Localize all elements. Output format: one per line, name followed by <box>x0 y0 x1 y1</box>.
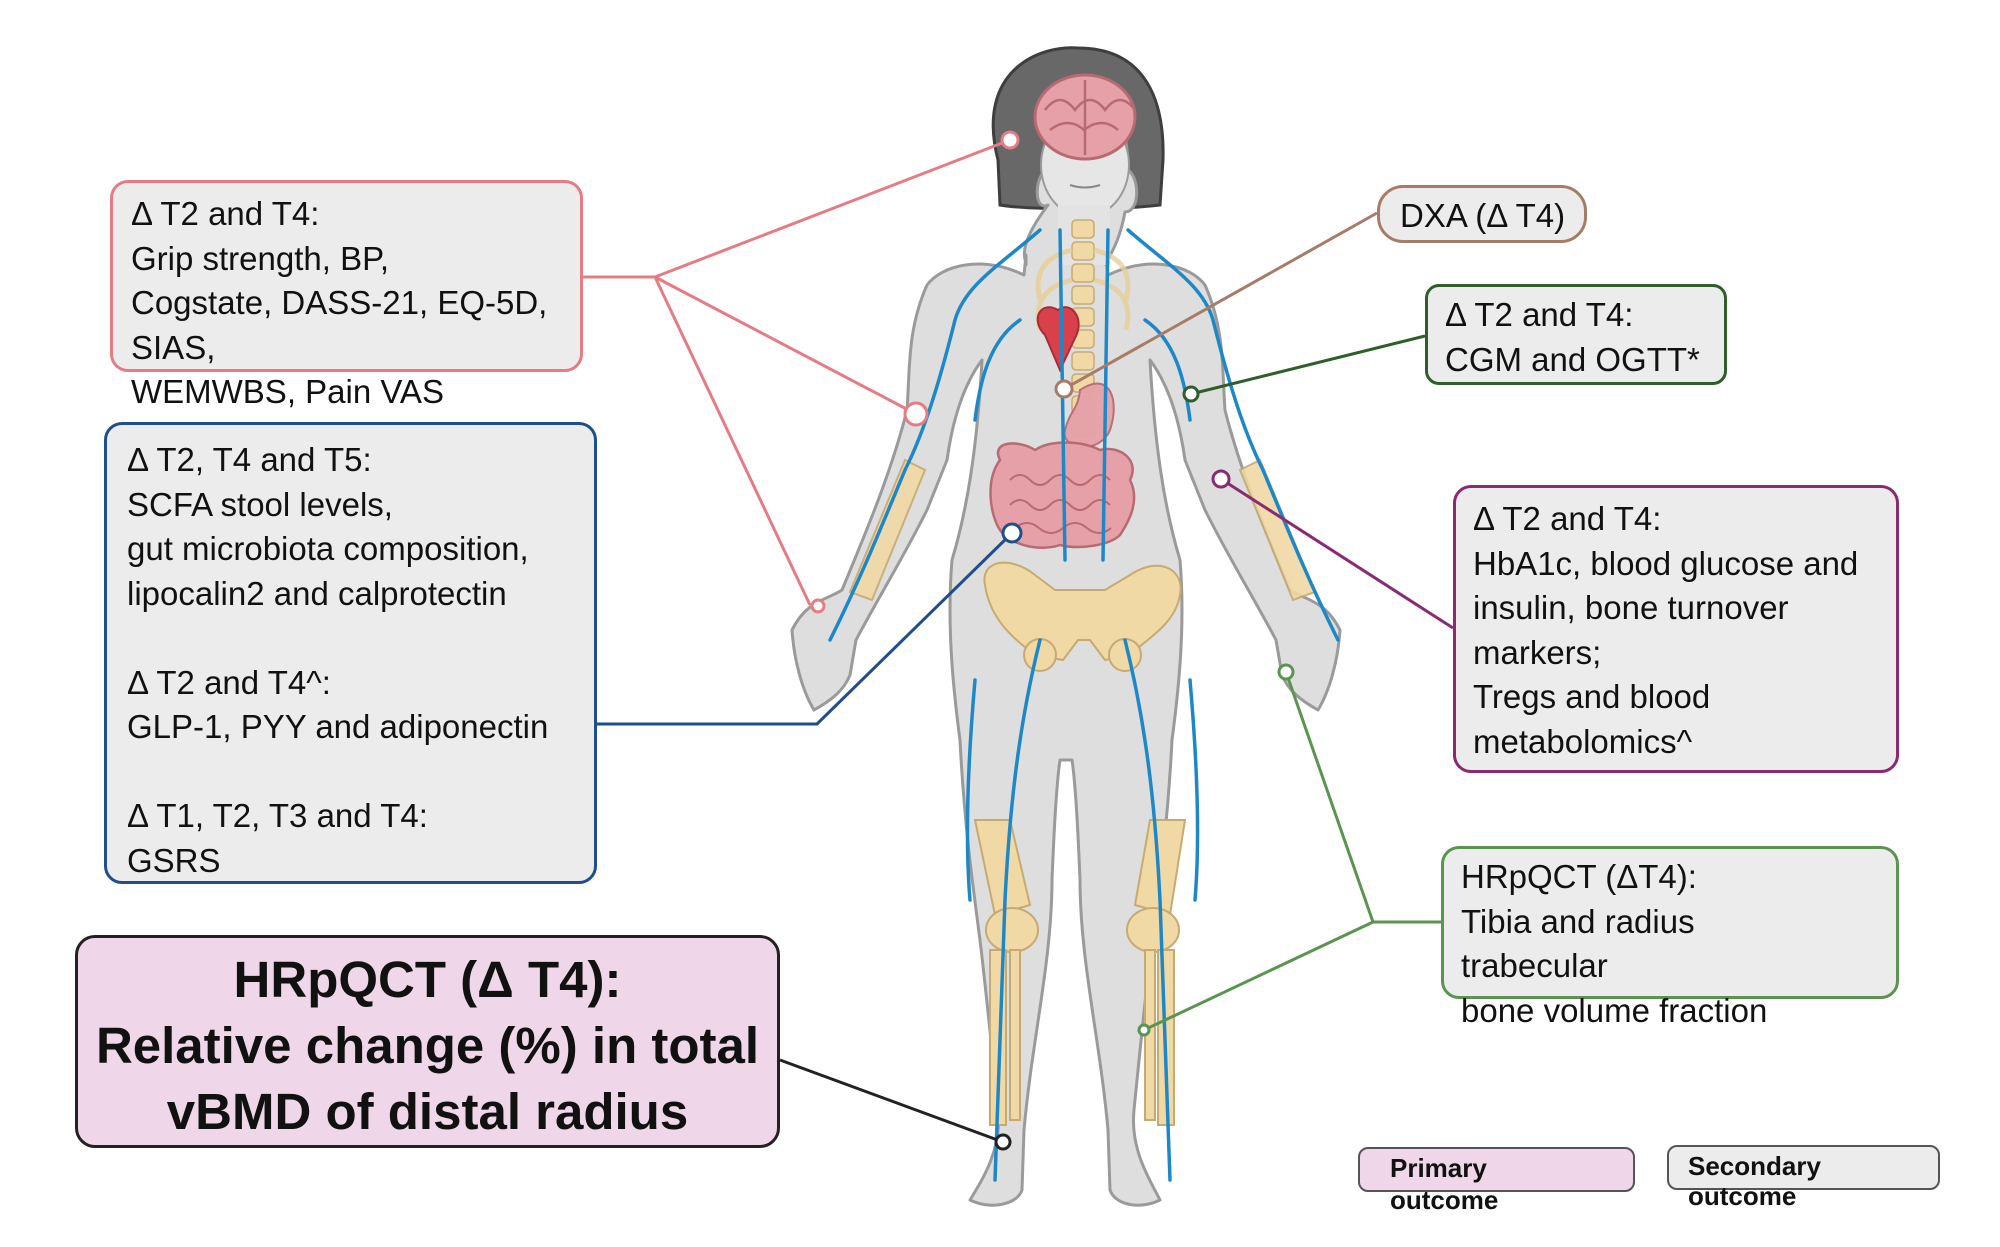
panel-line: Δ T2, T4 and T5: <box>127 441 372 478</box>
connector-dot-gut <box>1001 522 1023 544</box>
dxa-panel: DXA (Δ T4) <box>1377 185 1587 243</box>
gut-panel-connector <box>597 522 1023 726</box>
panel-line: HRpQCT (Δ T4): <box>233 951 622 1008</box>
blood-connector <box>1211 469 1454 630</box>
panel-line: Grip strength, BP, <box>131 239 390 277</box>
heart <box>1036 306 1080 373</box>
panel-spacer <box>127 750 574 795</box>
panel-line: DXA (Δ T4) <box>1400 197 1566 234</box>
panel-line: HRpQCT (ΔT4): <box>1461 858 1697 895</box>
connector-dot-wrist <box>810 598 826 614</box>
connector-dot-brain <box>1000 130 1020 150</box>
connector-dot-radius <box>994 1133 1012 1151</box>
hrpqct-connectors <box>1137 663 1441 1037</box>
connector-dot-cgm <box>1182 385 1200 403</box>
panel-line: Δ T1, T2, T3 and T4: <box>127 797 428 834</box>
panel-line: GSRS <box>127 841 221 879</box>
connector-dot-dxa <box>1054 379 1074 399</box>
primary-outcome-panel: HRpQCT (Δ T4): Relative change (%) in to… <box>75 935 780 1148</box>
panel-line: Relative change (%) in total <box>95 1017 760 1074</box>
dxa-connector <box>1054 211 1378 399</box>
brain-measures-panel: Δ T2 and T4: Grip strength, BP, Cogstate… <box>110 180 583 410</box>
panel-line: HbA1c, blood glucose and <box>1473 544 1859 582</box>
pelvis <box>983 561 1182 662</box>
panel-line: gut microbiota composition, <box>127 530 529 567</box>
panel-line: insulin, bone turnover <box>1473 589 1789 626</box>
legend-secondary: Secondary outcome <box>1667 1145 1940 1211</box>
gut-measures-panel: Δ T2, T4 and T5: SCFA stool levels, gut … <box>104 422 597 884</box>
connector-dot-tibia <box>1137 1023 1151 1037</box>
panel-line: SIAS, <box>131 328 216 366</box>
brain-panel-connectors <box>578 130 1020 614</box>
primary-panel-connector <box>779 1058 1012 1151</box>
panel-line: trabecular <box>1461 947 1608 984</box>
panel-line: lipocalin2 and calprotectin <box>127 574 507 612</box>
cgm-panel: Δ T2 and T4: CGM and OGTT* <box>1425 284 1727 385</box>
panel-line: Δ T2 and T4: <box>131 195 320 232</box>
panel-line: Tregs and blood <box>1473 678 1711 715</box>
cgm-connector <box>1182 334 1426 403</box>
panel-line: CGM and OGTT* <box>1445 340 1700 378</box>
panel-line: Δ T2 and T4: <box>1473 500 1662 537</box>
panel-line: SCFA stool levels, <box>127 485 393 523</box>
panel-line: Tibia and radius <box>1461 902 1695 940</box>
mouth <box>1069 184 1101 189</box>
connector-dot-arm <box>903 401 929 427</box>
blood-measures-panel: Δ T2 and T4: HbA1c, blood glucose and in… <box>1453 485 1899 773</box>
legend-primary-line1: Primary <box>1390 1153 1487 1183</box>
panel-line: bone volume fraction <box>1461 991 1768 1029</box>
legend-secondary-line1: Secondary <box>1688 1151 1821 1181</box>
panel-line: metabolomics^ <box>1473 722 1693 760</box>
panel-line: Δ T2 and T4^: <box>127 663 331 701</box>
panel-line: markers; <box>1473 633 1602 671</box>
panel-line: GLP-1, PYY and adiponectin <box>127 708 549 745</box>
arm-bones <box>848 458 1317 602</box>
legend-primary-line2: outcome <box>1390 1185 1499 1215</box>
panel-line: vBMD of distal radius <box>166 1083 689 1140</box>
panel-line: Cogstate, DASS-21, EQ-5D, <box>131 284 548 321</box>
panel-spacer <box>127 616 574 661</box>
panel-line: WEMWBS, Pain VAS <box>131 373 444 410</box>
hrpqct-secondary-panel: HRpQCT (ΔT4): Tibia and radius trabecula… <box>1441 846 1899 1029</box>
panel-line: Δ T2 and T4: <box>1445 296 1634 333</box>
legend-primary: Primary outcome <box>1358 1147 1635 1215</box>
connector-dot-hand <box>1277 663 1295 681</box>
connector-dot-blood <box>1211 469 1231 489</box>
legend-secondary-line2: outcome <box>1688 1181 1797 1211</box>
